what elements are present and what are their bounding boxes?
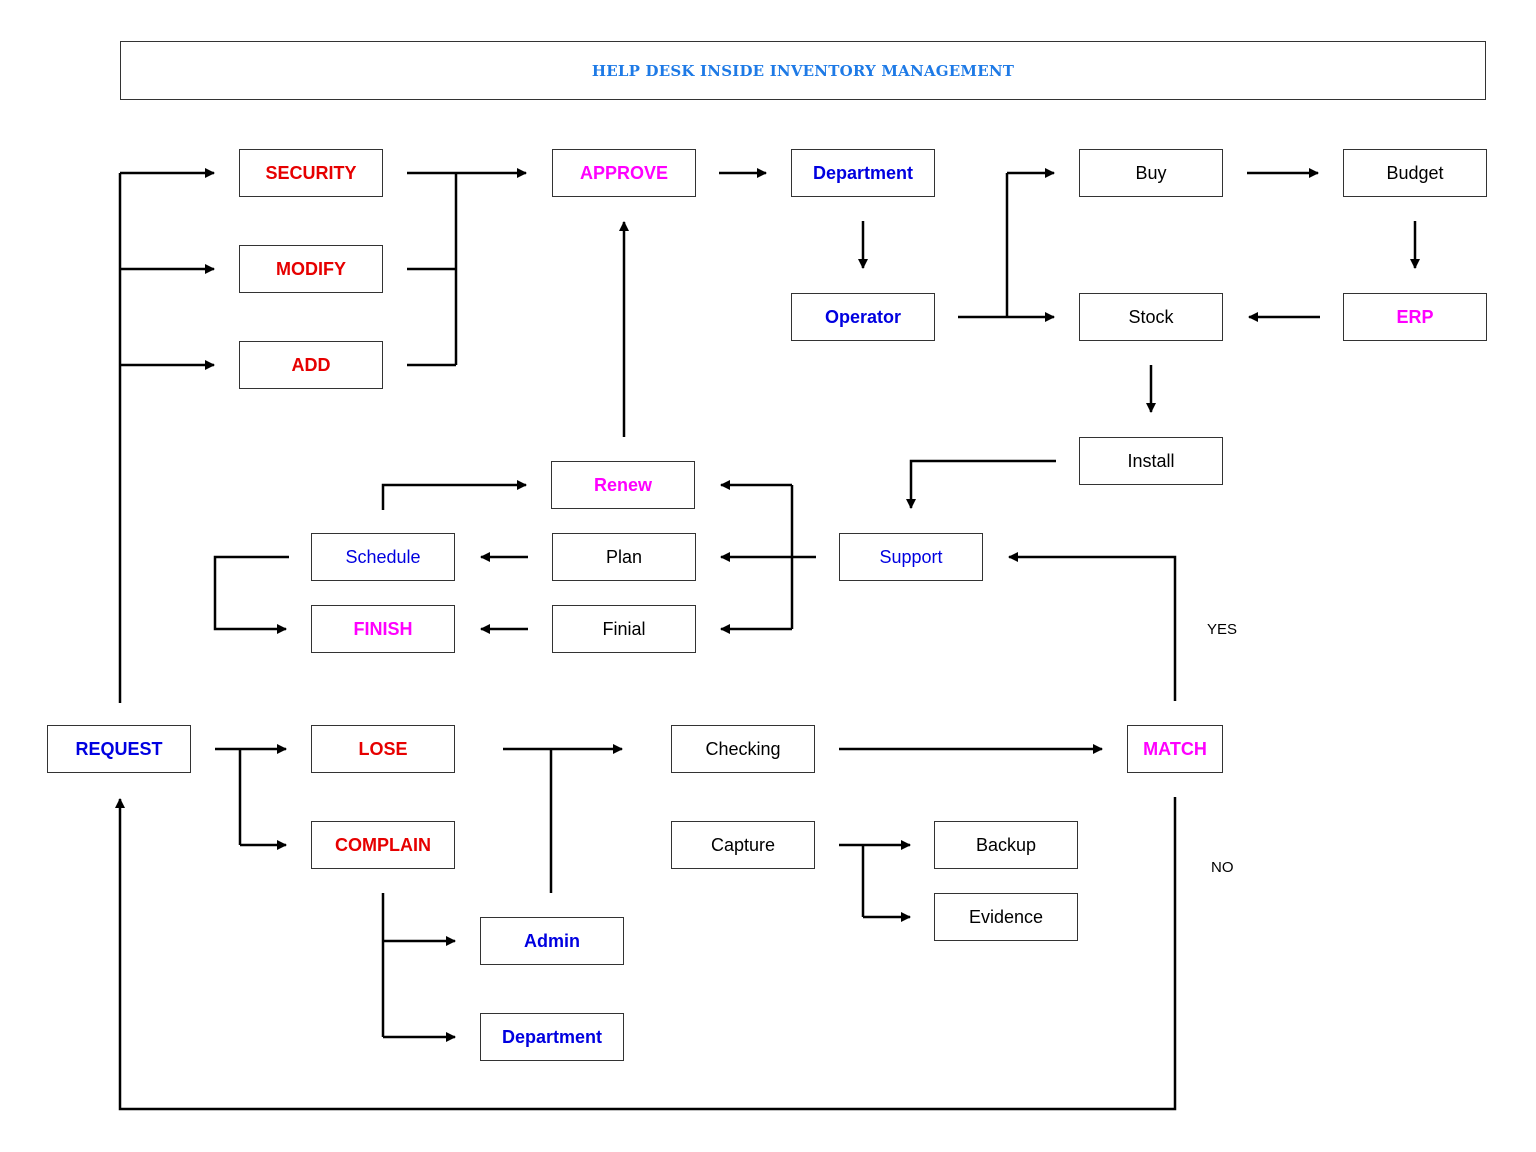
arrow-install-to-support (906, 459, 1056, 509)
diagram-title: HELP DESK INSIDE INVENTORY MANAGEMENT (591, 61, 1015, 80)
node-lose: LOSE (311, 725, 455, 773)
node-support: Support (839, 533, 983, 581)
node-department-bottom: Department (480, 1013, 624, 1061)
node-match: MATCH (1127, 725, 1223, 773)
node-admin: Admin (480, 917, 624, 965)
node-complain: COMPLAIN (311, 821, 455, 869)
node-finial: Finial (552, 605, 696, 653)
node-stock: Stock (1079, 293, 1223, 341)
node-finish: FINISH (311, 605, 455, 653)
node-install: Install (1079, 437, 1223, 485)
node-evidence: Evidence (934, 893, 1078, 941)
arrow-match-no-to-request (115, 797, 1177, 1111)
node-approve: APPROVE (552, 149, 696, 197)
node-budget: Budget (1343, 149, 1487, 197)
node-renew: Renew (551, 461, 695, 509)
arrow-schedule-to-renew (381, 480, 527, 510)
node-schedule: Schedule (311, 533, 455, 581)
label-yes: YES (1207, 621, 1238, 638)
node-capture: Capture (671, 821, 815, 869)
node-operator: Operator (791, 293, 935, 341)
node-erp: ERP (1343, 293, 1487, 341)
label-no: NO (1211, 859, 1234, 876)
node-add: ADD (239, 341, 383, 389)
node-checking: Checking (671, 725, 815, 773)
node-modify: MODIFY (239, 245, 383, 293)
node-security: SECURITY (239, 149, 383, 197)
node-plan: Plan (552, 533, 696, 581)
node-buy: Buy (1079, 149, 1223, 197)
arrow-schedule-to-finish (213, 555, 289, 634)
node-backup: Backup (934, 821, 1078, 869)
node-department-top: Department (791, 149, 935, 197)
title-box: HELP DESK INSIDE INVENTORY MANAGEMENT (120, 41, 1486, 100)
node-request: REQUEST (47, 725, 191, 773)
arrow-match-yes-to-support (1008, 552, 1177, 701)
